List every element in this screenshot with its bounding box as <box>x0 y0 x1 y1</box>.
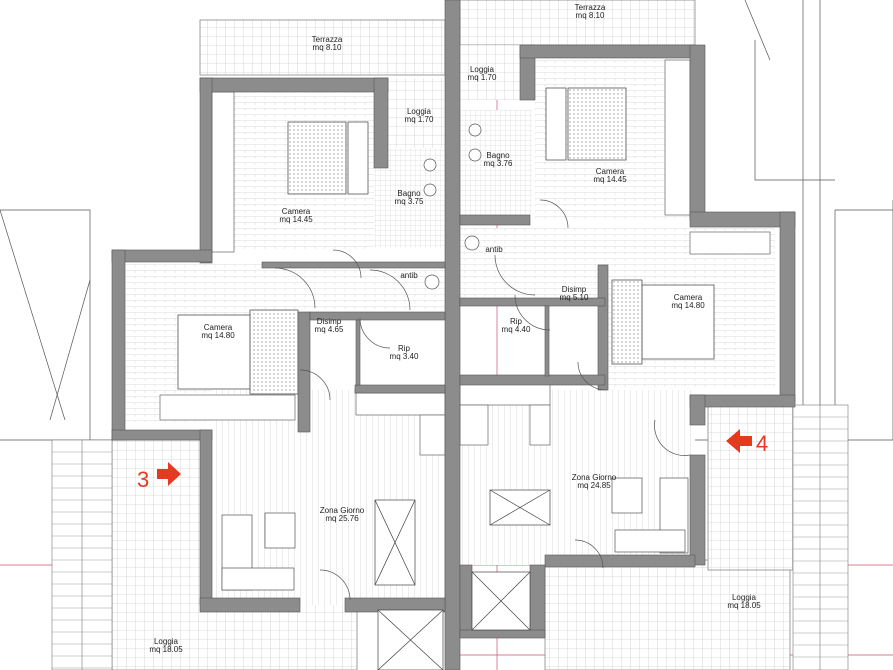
label-camera-mr: Camera <box>674 293 703 302</box>
label-terrazza-right: Terrazza <box>575 3 606 12</box>
label-bagno-right: Bagno <box>486 151 510 160</box>
area-rip-right: mq 4.40 <box>502 325 531 334</box>
area-terrazza-left: mq 8.10 <box>313 43 342 52</box>
bed-tr <box>545 87 627 161</box>
label-loggia-top-right: Loggia <box>470 65 495 74</box>
entrance-marker-3: 3 <box>137 462 181 492</box>
marker-number-3: 3 <box>137 467 149 492</box>
entrance-marker-4: 4 <box>726 429 768 456</box>
bed-ml <box>177 309 299 395</box>
area-camera-tr: mq 14.45 <box>593 175 627 184</box>
label-camera-ml: Camera <box>204 323 233 332</box>
area-camera-tl: mq 14.45 <box>279 215 313 224</box>
table-left <box>374 499 416 586</box>
area-zona-left: mq 25.76 <box>325 514 359 523</box>
walls <box>111 0 796 670</box>
terrazza-left-floor <box>199 19 446 76</box>
area-camera-ml: mq 14.80 <box>201 331 235 340</box>
area-loggia-bl: mq 18.05 <box>149 645 183 654</box>
area-camera-mr: mq 14.80 <box>671 301 705 310</box>
label-loggia-top-left: Loggia <box>407 107 432 116</box>
stairs-left <box>51 439 113 670</box>
loggia-br-floor <box>544 559 791 670</box>
label-rip-right: Rip <box>510 317 523 326</box>
table-right <box>489 489 551 526</box>
wardrobes <box>159 59 771 421</box>
shaft-right <box>471 571 531 631</box>
area-rip-left: mq 3.40 <box>390 352 419 361</box>
bed-mr <box>611 279 715 365</box>
area-loggia-top-right: mq 1.70 <box>468 73 497 82</box>
area-bagno-right: mq 3.76 <box>484 159 513 168</box>
label-camera-tl: Camera <box>282 207 311 216</box>
bed-tl <box>287 121 369 195</box>
stairs-right <box>792 404 849 670</box>
label-terrazza-left: Terrazza <box>312 35 343 44</box>
loggia-right-terrace <box>707 404 794 571</box>
disimp-left-floor <box>262 262 445 317</box>
label-antib-left: antib <box>400 271 418 280</box>
area-loggia-br: mq 18.05 <box>727 601 761 610</box>
disimp-right-floor <box>460 228 605 298</box>
area-loggia-top-left: mq 1.70 <box>405 115 434 124</box>
area-terrazza-right: mq 8.10 <box>576 11 605 20</box>
terrazza-right-floor <box>459 0 696 46</box>
doors <box>274 199 691 601</box>
label-zona-left: Zona Giorno <box>320 506 365 515</box>
label-disimp-right: Disimp <box>562 285 587 294</box>
kitchen-left <box>355 392 446 456</box>
label-loggia-br: Loggia <box>732 593 757 602</box>
label-disimp-left: Disimp <box>317 317 342 326</box>
arrow-left-icon <box>726 429 752 453</box>
area-bagno-left: mq 3.75 <box>395 197 424 206</box>
shaft-left <box>377 609 444 670</box>
arrow-right-icon <box>157 462 181 486</box>
loggia-top-left-floor <box>385 78 445 148</box>
label-rip-left: Rip <box>398 344 411 353</box>
sofa-right <box>611 477 689 554</box>
marker-number-4: 4 <box>756 431 768 456</box>
area-disimp-right: mq 5.10 <box>560 293 589 302</box>
area-zona-right: mq 24.85 <box>577 481 611 490</box>
label-bagno-left: Bagno <box>397 189 421 198</box>
label-camera-tr: Camera <box>596 167 625 176</box>
area-disimp-left: mq 4.65 <box>315 325 344 334</box>
label-antib-right: antib <box>485 245 503 254</box>
bathroom-fixtures <box>423 123 482 290</box>
label-zona-right: Zona Giorno <box>572 473 617 482</box>
sofa-left <box>221 512 296 591</box>
room-labels: Terrazza mq 8.10 Terrazza mq 8.10 Loggia… <box>149 3 761 654</box>
label-loggia-bl: Loggia <box>154 637 179 646</box>
